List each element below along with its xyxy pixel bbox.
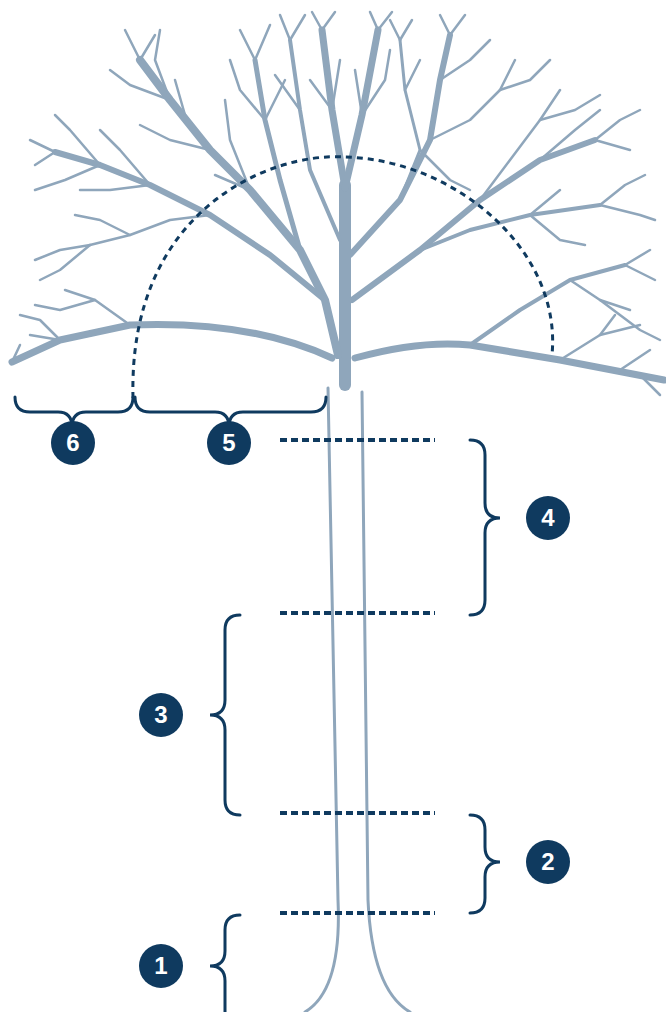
callout-number: 1: [139, 944, 183, 988]
callout-number: 4: [526, 496, 570, 540]
braces: [15, 397, 500, 1012]
crown-arc: [133, 157, 553, 398]
callout-number: 2: [526, 840, 570, 884]
level-lines: [280, 440, 435, 913]
callout-number: 6: [51, 421, 95, 465]
callout-number: 3: [139, 693, 183, 737]
callout-number: 5: [207, 421, 251, 465]
